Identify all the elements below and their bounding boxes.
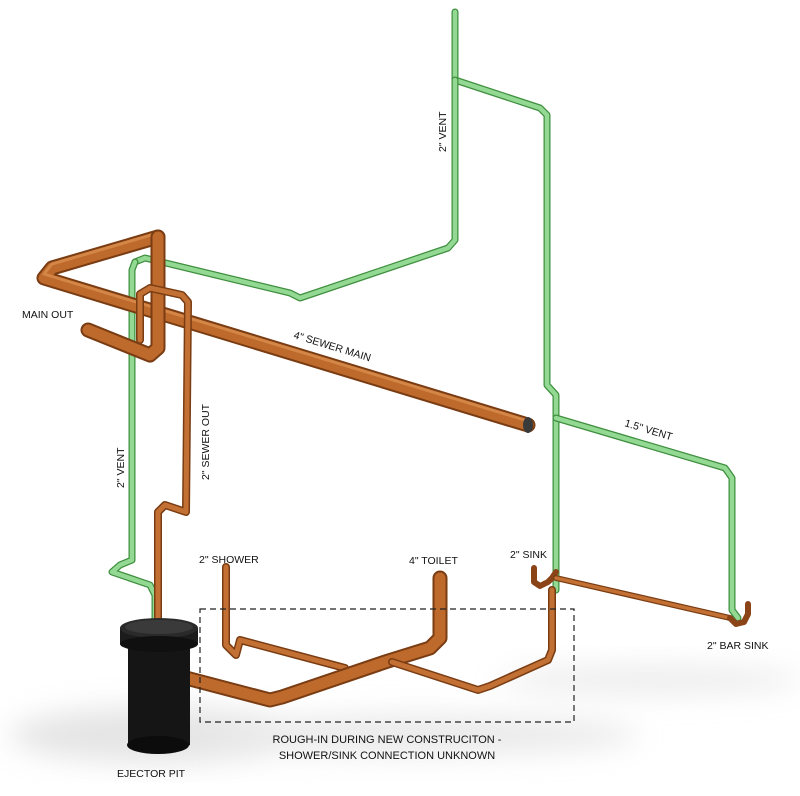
sewer-main-open-end (523, 417, 533, 433)
label-vent-left: 2" VENT (115, 447, 127, 488)
drain-pipes (36, 229, 751, 708)
vent-bar-sink (552, 414, 742, 622)
label-note-line1: ROUGH-IN DURING NEW CONSTRUCITON - (273, 734, 502, 746)
rough-in-box (199, 608, 575, 723)
label-sewer-out: 2" SEWER OUT (200, 403, 212, 480)
sewer-main-pipe (36, 229, 536, 433)
ejector-pit (120, 618, 198, 754)
label-bar-sink: 2" BAR SINK (707, 640, 769, 652)
ground-shadow (10, 666, 800, 763)
bar-sink-trap (727, 601, 751, 627)
vent-pipes (108, 8, 742, 626)
label-toilet: 4" TOILET (409, 555, 458, 567)
label-vent-upper: 2" VENT (437, 111, 449, 152)
label-sink: 2" SINK (510, 549, 547, 561)
label-shower: 2" SHOWER (199, 554, 259, 566)
label-ejector-pit: EJECTOR PIT (117, 768, 186, 780)
sink-trap (531, 565, 559, 589)
label-main-out: MAIN OUT (22, 309, 74, 321)
label-note-line2: SHOWER/SINK CONNECTION UNKNOWN (279, 750, 495, 762)
